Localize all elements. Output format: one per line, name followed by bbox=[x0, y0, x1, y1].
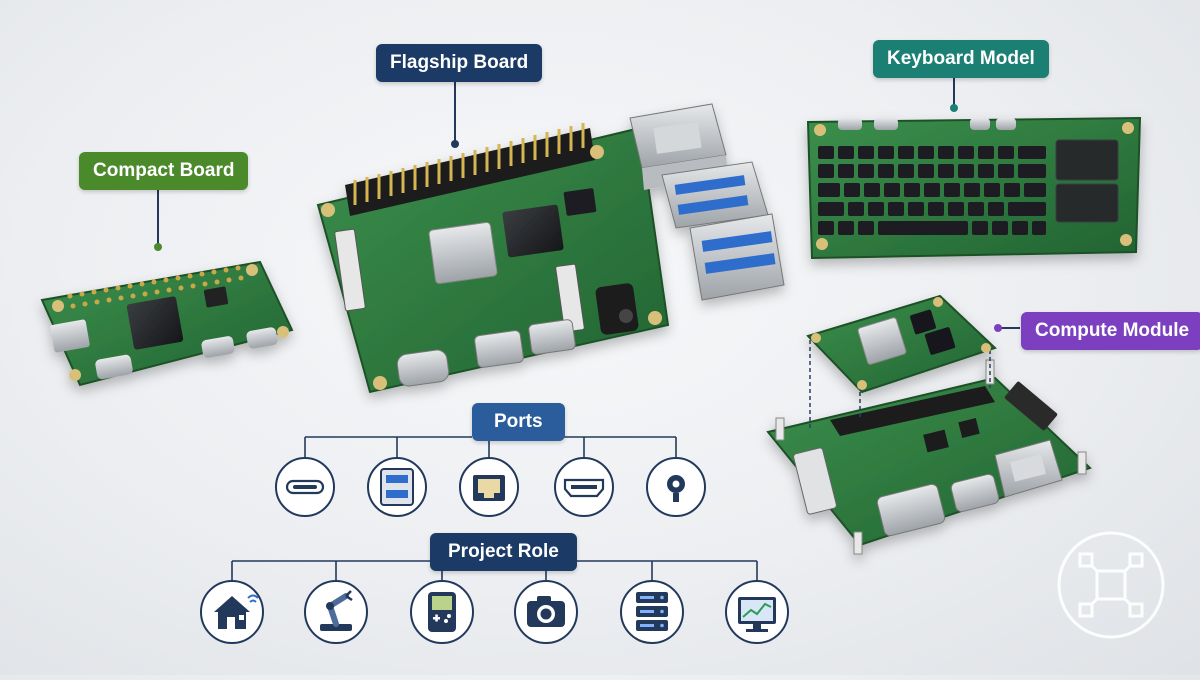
flagship-soc-chip bbox=[428, 221, 498, 285]
compact-soc-chip bbox=[126, 296, 184, 350]
flagship-hdmi-port-2 bbox=[528, 319, 576, 355]
flagship-ram-chip bbox=[502, 204, 564, 258]
compact-usb-port-1 bbox=[95, 354, 133, 380]
compact-board-label: Compact Board bbox=[79, 152, 249, 190]
compute-carrier-hdmi-2 bbox=[950, 473, 1000, 513]
flagship-usb-stack-2 bbox=[689, 213, 785, 301]
flagship-gpio-header bbox=[345, 123, 595, 216]
compute-dashed-guides bbox=[809, 340, 991, 430]
flagship-ribbon-connector-1 bbox=[334, 228, 366, 312]
compact-usb-port-3 bbox=[246, 327, 278, 349]
keyboard-top-ports bbox=[838, 118, 1016, 130]
compute-module-ram-2 bbox=[924, 327, 956, 355]
keyboard-key-grid bbox=[818, 146, 1046, 235]
compute-module-soc bbox=[857, 317, 907, 365]
usb-a-icon[interactable] bbox=[367, 457, 427, 517]
robot-arm-icon[interactable] bbox=[304, 580, 368, 644]
ports-tree-lines bbox=[304, 436, 677, 458]
flagship-ribbon-connector-2 bbox=[555, 263, 585, 333]
flagship-audio-jack bbox=[595, 283, 639, 335]
compact-gpio-header bbox=[67, 265, 244, 309]
compute-module-board bbox=[806, 294, 997, 394]
flagship-usb-stack-1 bbox=[661, 161, 769, 229]
ethernet-icon[interactable] bbox=[459, 457, 519, 517]
compact-small-chip bbox=[203, 286, 229, 308]
compute-carrier-hdmi-1 bbox=[876, 483, 946, 537]
compute-carrier-board bbox=[766, 359, 1092, 555]
compute-carrier-connector bbox=[830, 386, 995, 436]
flagship-usb-c-port bbox=[396, 349, 450, 387]
server-rack-icon[interactable] bbox=[620, 580, 684, 644]
audio-jack-icon[interactable] bbox=[646, 457, 706, 517]
hdmi-icon[interactable] bbox=[554, 457, 614, 517]
compute-carrier-side-connector bbox=[793, 447, 837, 515]
compact-usb-port-2 bbox=[201, 336, 235, 358]
compact-sd-slot bbox=[50, 319, 90, 353]
flagship-board bbox=[316, 103, 785, 394]
handheld-console-icon[interactable] bbox=[410, 580, 474, 644]
compute-module-label: Compute Module bbox=[1021, 312, 1200, 350]
ports-label: Ports bbox=[472, 403, 565, 441]
monitor-chart-icon[interactable] bbox=[725, 580, 789, 644]
keyboard-trackpad-bottom bbox=[1055, 183, 1119, 223]
keyboard-model-label: Keyboard Model bbox=[873, 40, 1049, 78]
callout-lines bbox=[154, 74, 1020, 332]
corner-logo-icon bbox=[1057, 531, 1165, 639]
camera-icon[interactable] bbox=[514, 580, 578, 644]
flagship-board-label: Flagship Board bbox=[376, 44, 543, 82]
keyboard-trackpad-top bbox=[1055, 139, 1119, 181]
compact-board bbox=[40, 260, 294, 387]
usb-c-icon[interactable] bbox=[275, 457, 335, 517]
smart-home-icon[interactable] bbox=[200, 580, 264, 644]
role-tree-lines bbox=[231, 560, 758, 582]
compute-carrier-ribbon bbox=[1004, 381, 1058, 431]
project-role-label: Project Role bbox=[430, 533, 577, 571]
flagship-small-chip bbox=[563, 188, 597, 216]
keyboard-board bbox=[806, 116, 1142, 260]
compute-carrier-ethernet bbox=[994, 439, 1063, 498]
flagship-hdmi-port-1 bbox=[474, 330, 524, 368]
compute-module-ram-1 bbox=[910, 309, 936, 335]
